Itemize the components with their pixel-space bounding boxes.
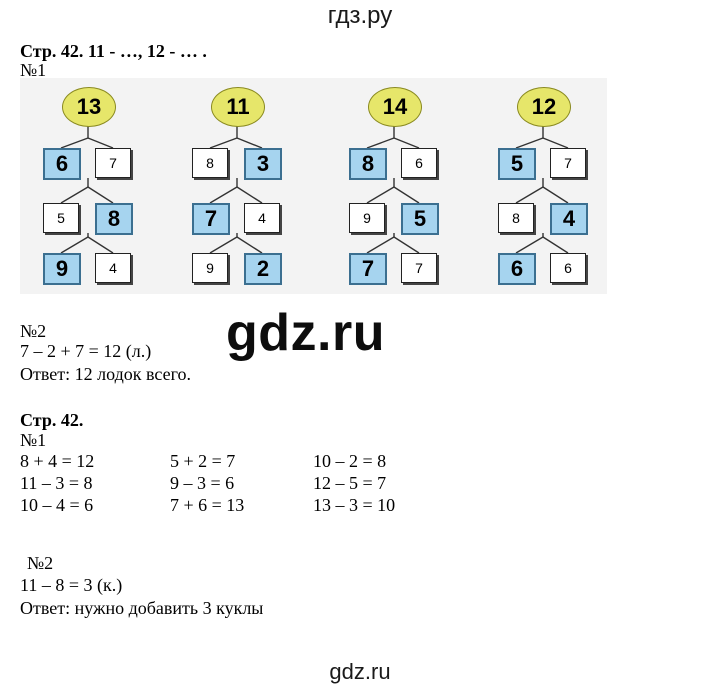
answer-number-cell: 8 xyxy=(498,203,534,233)
section1-task2-label: №2 xyxy=(20,321,47,341)
section1-task2-answer: Ответ: 12 лодок всего. xyxy=(20,364,192,384)
tree-branch-line xyxy=(366,137,395,149)
given-number-cell: 5 xyxy=(498,148,536,180)
equation: 5 + 2 = 7 xyxy=(170,451,236,471)
tree-branch-line xyxy=(209,186,238,204)
tree-root-number: 13 xyxy=(62,87,116,127)
tree-branch-line xyxy=(515,137,544,149)
section1-task2-expression: 7 – 2 + 7 = 12 (л.) xyxy=(20,341,152,361)
equation: 12 – 5 = 7 xyxy=(313,473,387,493)
tree-branch-line xyxy=(209,236,238,254)
given-number-cell: 6 xyxy=(43,148,81,180)
answer-number-cell: 7 xyxy=(401,253,437,283)
tree-root-number: 11 xyxy=(211,87,265,127)
tree-branch-line xyxy=(60,236,89,254)
equation: 10 – 2 = 8 xyxy=(313,451,387,471)
given-number-cell: 7 xyxy=(349,253,387,285)
tree-branch-line xyxy=(393,236,420,254)
given-number-cell: 7 xyxy=(192,203,230,235)
tree-branch-line xyxy=(87,186,114,204)
tree-branch-line xyxy=(515,186,544,204)
section1-task1-label: №1 xyxy=(20,60,47,80)
section1-header: Стр. 42. 11 - …, 12 - … . xyxy=(20,41,207,61)
tree-branch-line xyxy=(542,236,569,254)
given-number-cell: 6 xyxy=(498,253,536,285)
tree-branch-line xyxy=(236,236,263,254)
answer-number-cell: 7 xyxy=(95,148,131,178)
tree-branch-line xyxy=(209,137,238,149)
tree-branch-line xyxy=(236,137,263,149)
given-number-cell: 2 xyxy=(244,253,282,285)
given-number-cell: 5 xyxy=(401,203,439,235)
equation: 10 – 4 = 6 xyxy=(20,495,94,515)
section2-header: Стр. 42. xyxy=(20,410,84,430)
answer-number-cell: 5 xyxy=(43,203,79,233)
watermark-top: гдз.ру xyxy=(327,2,393,29)
tree-connectors xyxy=(366,125,420,254)
equation: 13 – 3 = 10 xyxy=(313,495,396,515)
tree-root-number: 14 xyxy=(368,87,422,127)
tree-connectors xyxy=(515,125,569,254)
tree-branch-line xyxy=(87,236,114,254)
tree-branch-line xyxy=(366,236,395,254)
section2-task1-label: №1 xyxy=(20,430,47,450)
given-number-cell: 9 xyxy=(43,253,81,285)
equation: 11 – 3 = 8 xyxy=(20,473,93,493)
equation: 7 + 6 = 13 xyxy=(170,495,245,515)
answer-number-cell: 6 xyxy=(401,148,437,178)
tree-branch-line xyxy=(87,137,114,149)
answer-number-cell: 4 xyxy=(95,253,131,283)
answer-number-cell: 6 xyxy=(550,253,586,283)
tree-branch-line xyxy=(60,186,89,204)
watermark-middle: gdz.ru xyxy=(226,304,385,362)
tree-branch-line xyxy=(542,137,569,149)
answer-number-cell: 9 xyxy=(349,203,385,233)
answer-number-cell: 9 xyxy=(192,253,228,283)
section2-task2-answer: Ответ: нужно добавить 3 куклы xyxy=(20,598,264,618)
given-number-cell: 8 xyxy=(349,148,387,180)
tree-connectors xyxy=(209,125,263,254)
tree-branch-line xyxy=(542,186,569,204)
tree-branch-line xyxy=(515,236,544,254)
tree-connectors xyxy=(60,125,114,254)
answer-number-cell: 8 xyxy=(192,148,228,178)
given-number-cell: 4 xyxy=(550,203,588,235)
equation: 9 – 3 = 6 xyxy=(170,473,235,493)
watermark-bottom: gdz.ru xyxy=(329,659,391,684)
tree-branch-line xyxy=(236,186,263,204)
equation: 8 + 4 = 12 xyxy=(20,451,95,471)
given-number-cell: 8 xyxy=(95,203,133,235)
tree-branch-line xyxy=(366,186,395,204)
given-number-cell: 3 xyxy=(244,148,282,180)
tree-branch-line xyxy=(393,186,420,204)
section2-task2-expression: 11 – 8 = 3 (к.) xyxy=(20,575,123,595)
tree-branch-line xyxy=(60,137,89,149)
section2-task2-label: №2 xyxy=(27,553,54,573)
tree-branch-line xyxy=(393,137,420,149)
answer-number-cell: 7 xyxy=(550,148,586,178)
tree-root-number: 12 xyxy=(517,87,571,127)
answer-number-cell: 4 xyxy=(244,203,280,233)
